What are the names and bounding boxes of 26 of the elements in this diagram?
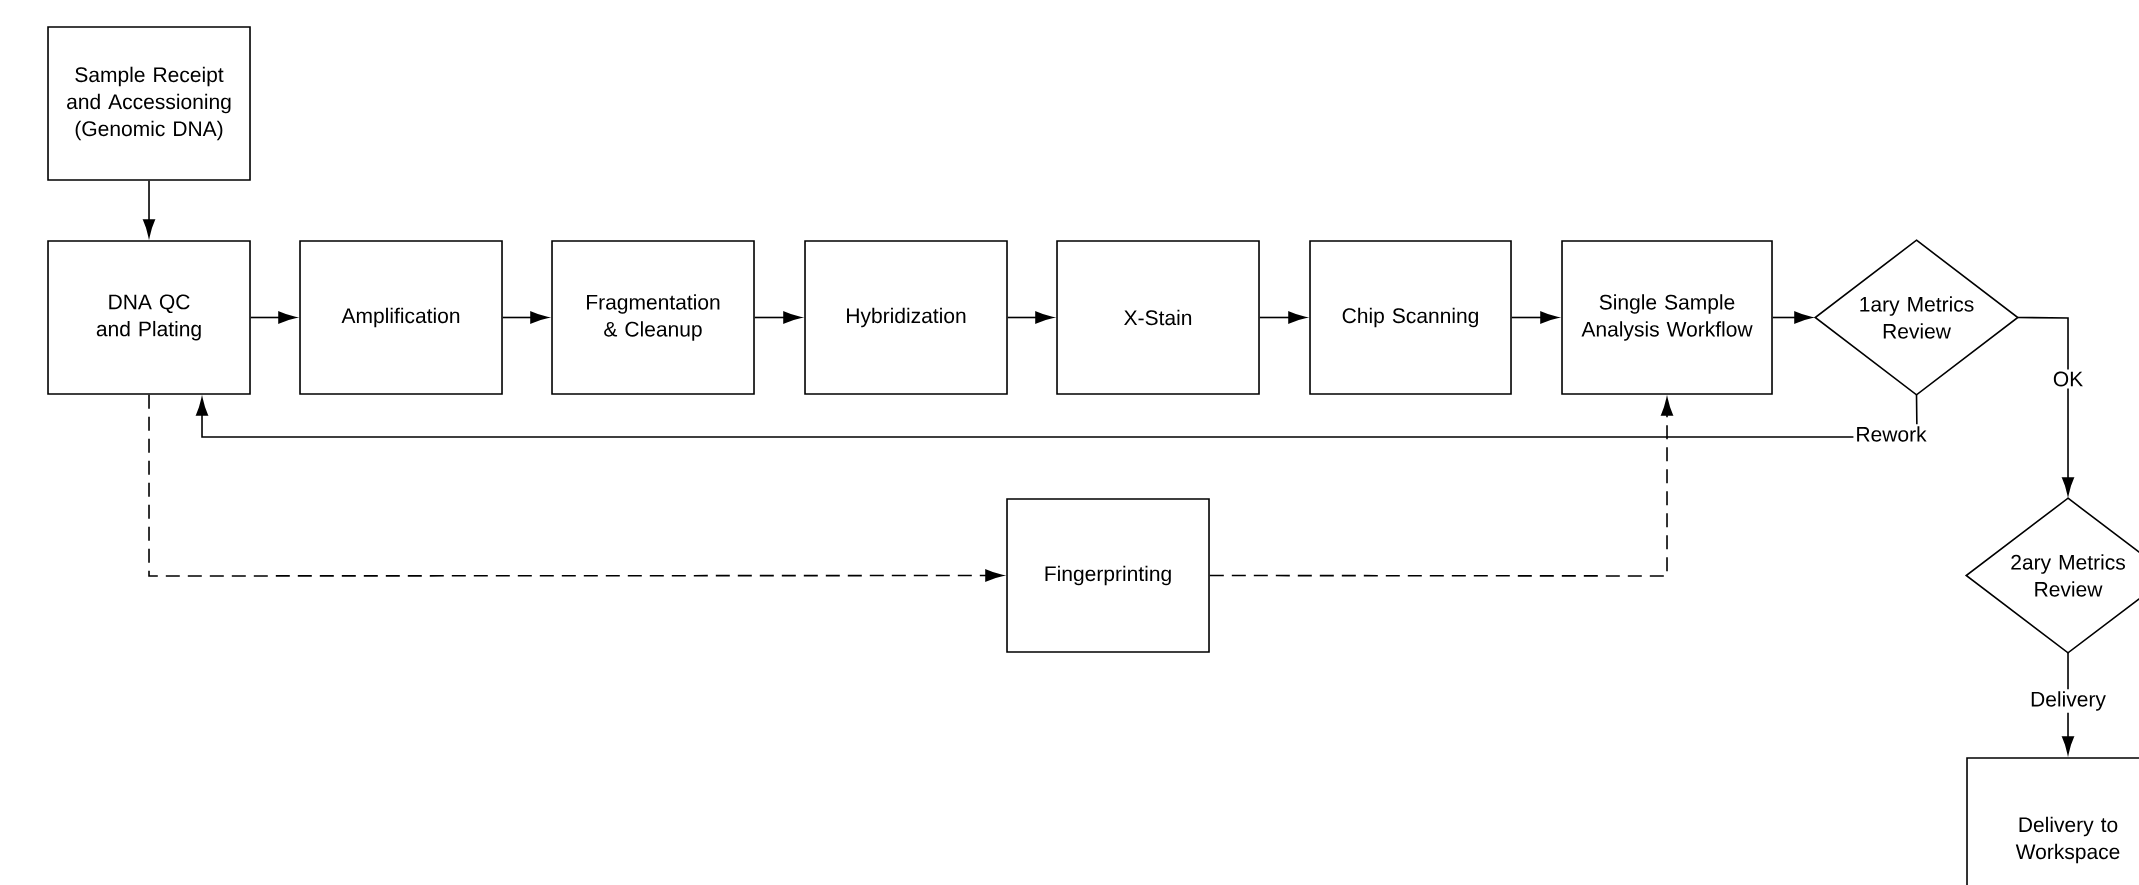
process-box: Hybridization [804, 240, 1008, 395]
arrow [1209, 397, 1674, 577]
arrow [148, 394, 1004, 582]
arrow [143, 180, 156, 238]
edge-label: OK [2050, 369, 2086, 389]
process-box: Delivery to Workspace [1966, 757, 2139, 885]
arrow [1007, 311, 1054, 324]
arrow [1772, 311, 1813, 324]
process-box: Fragmentation & Cleanup [551, 240, 755, 395]
arrow [196, 394, 1918, 438]
process-box: Amplification [299, 240, 503, 395]
arrow [250, 311, 297, 324]
process-box: Fingerprinting [1006, 498, 1210, 653]
arrow [2062, 652, 2075, 755]
arrow [502, 311, 549, 324]
edge-label: Delivery [2028, 689, 2108, 713]
edge-label: Rework [1853, 424, 1929, 444]
process-box: Single Sample Analysis Workflow [1561, 240, 1773, 395]
arrow [1511, 311, 1559, 324]
process-box: Chip Scanning [1309, 240, 1512, 395]
process-box: Sample Receipt and Accessioning (Genomic DNA) [47, 26, 251, 181]
arrow [2017, 316, 2075, 496]
process-box: DNA QC and Plating [47, 240, 251, 395]
process-box: X-Stain [1056, 240, 1260, 395]
arrow [754, 311, 802, 324]
arrow [1259, 311, 1307, 324]
